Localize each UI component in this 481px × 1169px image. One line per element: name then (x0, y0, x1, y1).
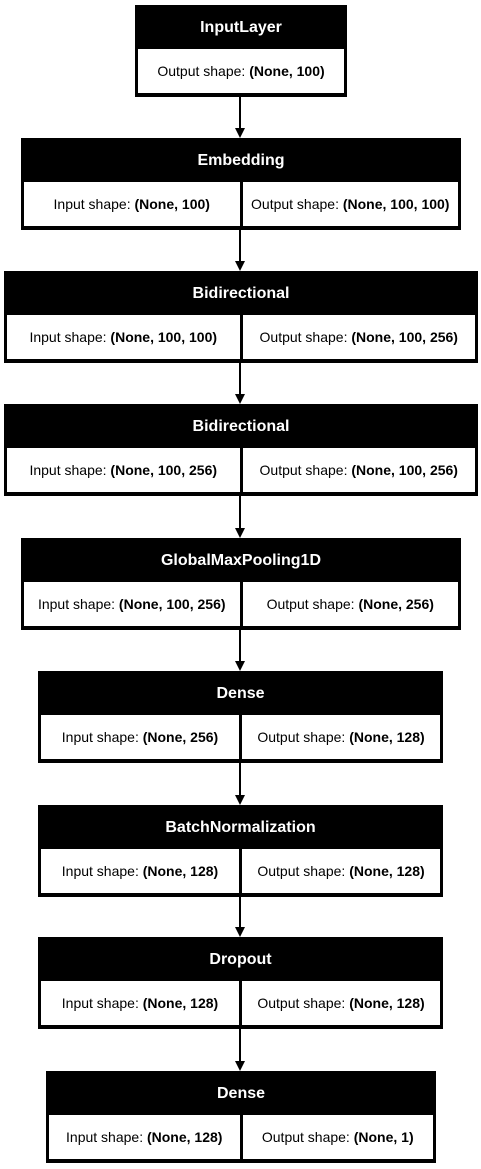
layer-shapes: Input shape: (None, 256)Output shape: (N… (40, 715, 441, 759)
input-shape-cell-label: Input shape: (29, 462, 111, 478)
layer-name: InputLayer (200, 19, 282, 36)
output-shape-cell-value: (None, 256) (358, 596, 434, 612)
layer-shapes: Input shape: (None, 100)Output shape: (N… (23, 182, 459, 226)
layer-name: Bidirectional (192, 285, 290, 302)
layer-shapes: Input shape: (None, 100, 100)Output shap… (6, 315, 476, 359)
layer-name: Bidirectional (192, 418, 290, 435)
input-shape-cell-value: (None, 100) (134, 196, 210, 212)
input-shape-cell: Input shape: (None, 128) (41, 981, 239, 1025)
input-shape-cell-label: Input shape: (66, 1129, 147, 1145)
input-shape-cell-label: Input shape: (53, 196, 135, 212)
input-shape-cell-value: (None, 100, 256) (118, 596, 226, 612)
arrowhead-icon (235, 1061, 245, 1071)
output-shape-cell: Output shape: (None, 256) (242, 582, 458, 626)
layer-name: GlobalMaxPooling1D (160, 552, 321, 569)
input-shape-cell-label: Input shape: (61, 729, 143, 745)
connection-arrow (239, 496, 241, 528)
layer-name: Embedding (197, 152, 285, 169)
output-shape-cell-value: (None, 100) (249, 63, 325, 79)
output-shape-cell-label: Output shape: (266, 596, 359, 612)
output-shape-cell-label: Output shape: (257, 729, 350, 745)
output-shape-cell-value: (None, 1) (353, 1129, 414, 1145)
connection-arrow (239, 897, 241, 927)
layer-name: BatchNormalization (165, 819, 316, 836)
output-shape-cell-value: (None, 128) (349, 995, 425, 1011)
output-shape-cell-label: Output shape: (257, 995, 350, 1011)
connection-arrow (239, 97, 241, 128)
layer-shapes: Input shape: (None, 128)Output shape: (N… (40, 849, 441, 893)
layer-shapes: Input shape: (None, 128)Output shape: (N… (48, 1115, 434, 1159)
layer-shapes: Output shape: (None, 100) (137, 49, 345, 93)
input-shape-cell: Input shape: (None, 256) (41, 715, 239, 759)
output-shape-cell: Output shape: (None, 128) (242, 849, 440, 893)
input-shape-cell-label: Input shape: (37, 596, 119, 612)
output-shape-cell-value: (None, 100, 256) (351, 462, 458, 478)
arrowhead-icon (235, 795, 245, 805)
output-shape-cell-label: Output shape: (251, 196, 343, 212)
input-shape-cell-value: (None, 128) (142, 995, 219, 1011)
arrowhead-icon (235, 128, 245, 138)
connection-arrow (239, 630, 241, 661)
output-shape-cell-label: Output shape: (157, 63, 250, 79)
input-shape-cell-value: (None, 256) (142, 729, 219, 745)
output-shape-cell-label: Output shape: (261, 1129, 354, 1145)
layer-name: Dense (216, 685, 265, 702)
layer-name: Dropout (209, 951, 272, 968)
connection-arrow (239, 363, 241, 394)
input-shape-cell: Input shape: (None, 100) (24, 182, 240, 226)
arrowhead-icon (235, 261, 245, 271)
output-shape-cell-value: (None, 100, 256) (351, 329, 458, 345)
output-shape-cell-value: (None, 128) (349, 729, 425, 745)
layer-node: GlobalMaxPooling1D Input shape: (None, 10… (21, 538, 461, 630)
layer-shapes: Input shape: (None, 100, 256)Output shap… (6, 448, 476, 492)
output-shape-cell: Output shape: (None, 100, 256) (242, 448, 475, 492)
layer-shapes: Input shape: (None, 128)Output shape: (N… (40, 981, 441, 1025)
input-shape-cell: Input shape: (None, 128) (41, 849, 239, 893)
output-shape-cell: Output shape: (None, 100, 100) (242, 182, 458, 226)
input-shape-cell: Input shape: (None, 100, 256) (7, 448, 240, 492)
arrowhead-icon (235, 394, 245, 404)
input-shape-cell-label: Input shape: (61, 863, 143, 879)
input-shape-cell-value: (None, 100, 256) (110, 462, 218, 478)
output-shape-cell: Output shape: (None, 128) (242, 981, 440, 1025)
layer-name: Dense (216, 1085, 266, 1102)
input-shape-cell: Input shape: (None, 128) (49, 1115, 240, 1159)
connection-arrow (239, 230, 241, 261)
input-shape-cell: Input shape: (None, 100, 100) (7, 315, 240, 359)
output-shape-cell: Output shape: (None, 100, 256) (242, 315, 475, 359)
input-shape-cell-label: Input shape: (29, 329, 111, 345)
input-shape-cell-label: Input shape: (61, 995, 143, 1011)
output-shape-cell-value: (None, 128) (349, 863, 425, 879)
output-shape-cell-label: Output shape: (259, 462, 352, 478)
output-shape-cell: Output shape: (None, 128) (242, 715, 440, 759)
input-shape-cell-value: (None, 100, 100) (110, 329, 218, 345)
input-shape-cell: Input shape: (None, 100, 256) (24, 582, 240, 626)
input-shape-cell-value: (None, 128) (142, 863, 219, 879)
layer-shapes: Input shape: (None, 100, 256)Output shap… (23, 582, 459, 626)
connection-arrow (239, 1029, 241, 1061)
connection-arrow (239, 763, 241, 795)
arrowhead-icon (235, 528, 245, 538)
input-shape-cell-value: (None, 128) (146, 1129, 223, 1145)
output-shape-cell-label: Output shape: (259, 329, 352, 345)
output-shape-cell: Output shape: (None, 1) (242, 1115, 433, 1159)
arrowhead-icon (235, 661, 245, 671)
arrowhead-icon (235, 927, 245, 937)
output-shape-cell-value: (None, 100, 100) (342, 196, 450, 212)
output-shape-cell-label: Output shape: (257, 863, 350, 879)
output-shape-cell: Output shape: (None, 100) (138, 49, 344, 93)
